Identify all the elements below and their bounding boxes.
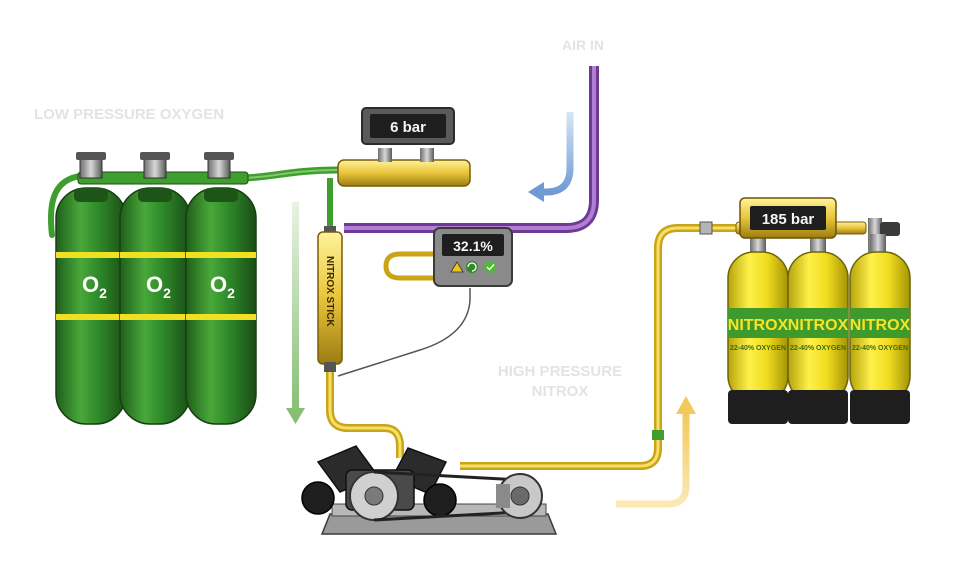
- nitrox-label: NITROX: [531, 383, 589, 400]
- compressor: [301, 445, 558, 535]
- nitrox-cylinder-2-sublabel: 22-40% OXYGEN: [790, 345, 846, 352]
- air-in-pipe: [344, 66, 599, 233]
- nitrox-flow-arrow: [616, 396, 696, 508]
- analyzer-sample-hose: [383, 251, 440, 281]
- stick-to-compressor-hose: [326, 370, 404, 458]
- nitrox-cylinder-2-label: NITROX: [788, 317, 849, 334]
- air-flow-arrow: [528, 112, 574, 202]
- oxygen-cylinders: O2 O2 O2: [55, 152, 257, 425]
- refresh-icon: [466, 261, 478, 273]
- nitrox-stick: NITROX STICK: [317, 226, 343, 372]
- nitrox-cylinder-3-sublabel: 22-40% OXYGEN: [852, 345, 908, 352]
- analyzer-cable: [337, 288, 471, 377]
- nitrox-manifold-gauge-readout: 185 bar: [762, 211, 815, 228]
- oxygen-cylinder-2-label: O2: [146, 272, 171, 301]
- oxygen-cylinder-3-label: O2: [210, 272, 235, 301]
- high-pressure-label: HIGH PRESSURE: [497, 363, 623, 380]
- oxygen-analyzer: 32.1%: [433, 227, 513, 287]
- nitrox-cylinders: NITROX NITROX NITROX 22-40% OXYGEN 22-40…: [727, 197, 911, 424]
- nitrox-cylinder-1-sublabel: 22-40% OXYGEN: [730, 345, 786, 352]
- oxygen-regulator-gauge-readout: 6 bar: [390, 119, 426, 136]
- nitrox-cylinder-3-label: NITROX: [850, 317, 911, 334]
- analyzer-readout: 32.1%: [453, 238, 493, 254]
- warning-icon: [450, 261, 464, 273]
- oxygen-cylinder-2: [119, 152, 191, 425]
- oxygen-cylinder-3: [185, 152, 257, 425]
- air-in-label: AIR IN: [562, 37, 604, 53]
- oxygen-flow-arrow: [286, 202, 305, 424]
- nitrox-stick-label: NITROX STICK: [324, 256, 335, 327]
- oxygen-cylinder-1-label: O2: [82, 272, 107, 301]
- oxygen-regulator: 6 bar: [337, 107, 471, 187]
- check-icon: [484, 261, 496, 273]
- oxygen-side-hose: [47, 173, 83, 238]
- nitrox-cylinder-1-label: NITROX: [728, 317, 789, 334]
- low-pressure-oxygen-label: LOW PRESSURE OXYGEN: [34, 106, 225, 123]
- oxygen-cylinder-1: [55, 152, 127, 425]
